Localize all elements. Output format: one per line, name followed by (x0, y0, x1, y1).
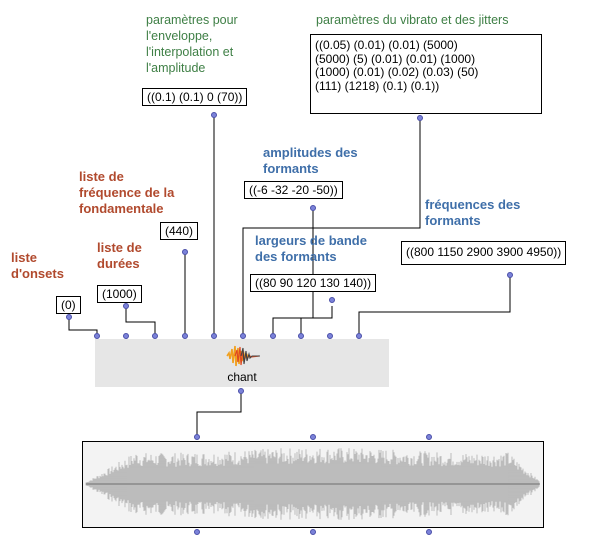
chant-inlet-6[interactable] (240, 333, 246, 339)
chant-label: chant (227, 370, 257, 384)
durations-box[interactable]: (1000) (97, 285, 142, 303)
fundamental-outlet[interactable] (182, 249, 188, 255)
sound-output-waveform[interactable] (82, 441, 544, 528)
chant-inlet-5[interactable] (211, 333, 217, 339)
waveform-inlet-2[interactable] (310, 434, 316, 440)
label-fundamental: liste de fréquence de la fondamentale (79, 169, 175, 216)
chant-inlet-10[interactable] (356, 333, 362, 339)
fundamental-box[interactable]: (440) (160, 222, 199, 240)
chant-inlet-3[interactable] (152, 333, 158, 339)
wire-amplitudes (272, 208, 314, 335)
label-formant-frequencies: fréquences des formants (425, 197, 521, 228)
wire-vibrato (242, 118, 421, 335)
label-formant-bandwidths: largeurs de bande des formants (255, 233, 367, 264)
chant-inlet-8[interactable] (298, 333, 304, 339)
label-vibrato-params: paramètres du vibrato et des jitters (316, 13, 509, 27)
frequencies-box[interactable]: ((800 1150 2900 3900 4950)) (401, 241, 567, 265)
waveform-inlet-1[interactable] (194, 434, 200, 440)
amplitudes-box[interactable]: ((-6 -32 -20 -50)) (244, 181, 343, 199)
bandwidths-outlet[interactable] (329, 297, 335, 303)
chant-inlet-1[interactable] (94, 333, 100, 339)
label-onsets: liste d'onsets (11, 250, 64, 281)
chant-inlet-4[interactable] (182, 333, 188, 339)
chant-waveform-icon (226, 345, 260, 367)
onsets-outlet[interactable] (66, 314, 72, 320)
frequencies-outlet[interactable] (507, 272, 513, 278)
chant-inlet-9[interactable] (327, 333, 333, 339)
waveform-outlet-3[interactable] (426, 529, 432, 535)
wire-durations (125, 306, 156, 335)
wire-onsets (68, 317, 98, 335)
label-durations: liste de durées (97, 240, 142, 271)
waveform-outlet-2[interactable] (310, 529, 316, 535)
waveform-display (85, 448, 540, 520)
chant-module[interactable]: chant (95, 339, 389, 387)
durations-outlet[interactable] (123, 303, 129, 309)
wire-chant-output (196, 392, 242, 436)
onsets-box[interactable]: (0) (56, 296, 81, 314)
wire-bandwidths (300, 306, 333, 335)
wire-frequencies (358, 275, 511, 335)
label-envelope-params: paramètres pour l'enveloppe, l'interpola… (146, 13, 238, 75)
envelope-params-box[interactable]: ((0.1) (0.1) 0 (70)) (142, 88, 248, 106)
bandwidths-box[interactable]: ((80 90 120 130 140)) (250, 274, 377, 292)
chant-inlet-2[interactable] (123, 333, 129, 339)
label-formant-amplitudes: amplitudes des formants (263, 145, 358, 176)
envelope-outlet[interactable] (211, 112, 217, 118)
chant-outlet[interactable] (238, 388, 244, 394)
vibrato-params-box[interactable]: ((0.05) (0.01) (0.01) (5000) (5000) (5) … (310, 34, 542, 114)
vibrato-outlet[interactable] (417, 115, 423, 121)
amplitudes-outlet[interactable] (310, 205, 316, 211)
waveform-inlet-3[interactable] (426, 434, 432, 440)
chant-inlet-7[interactable] (270, 333, 276, 339)
waveform-outlet-1[interactable] (194, 529, 200, 535)
